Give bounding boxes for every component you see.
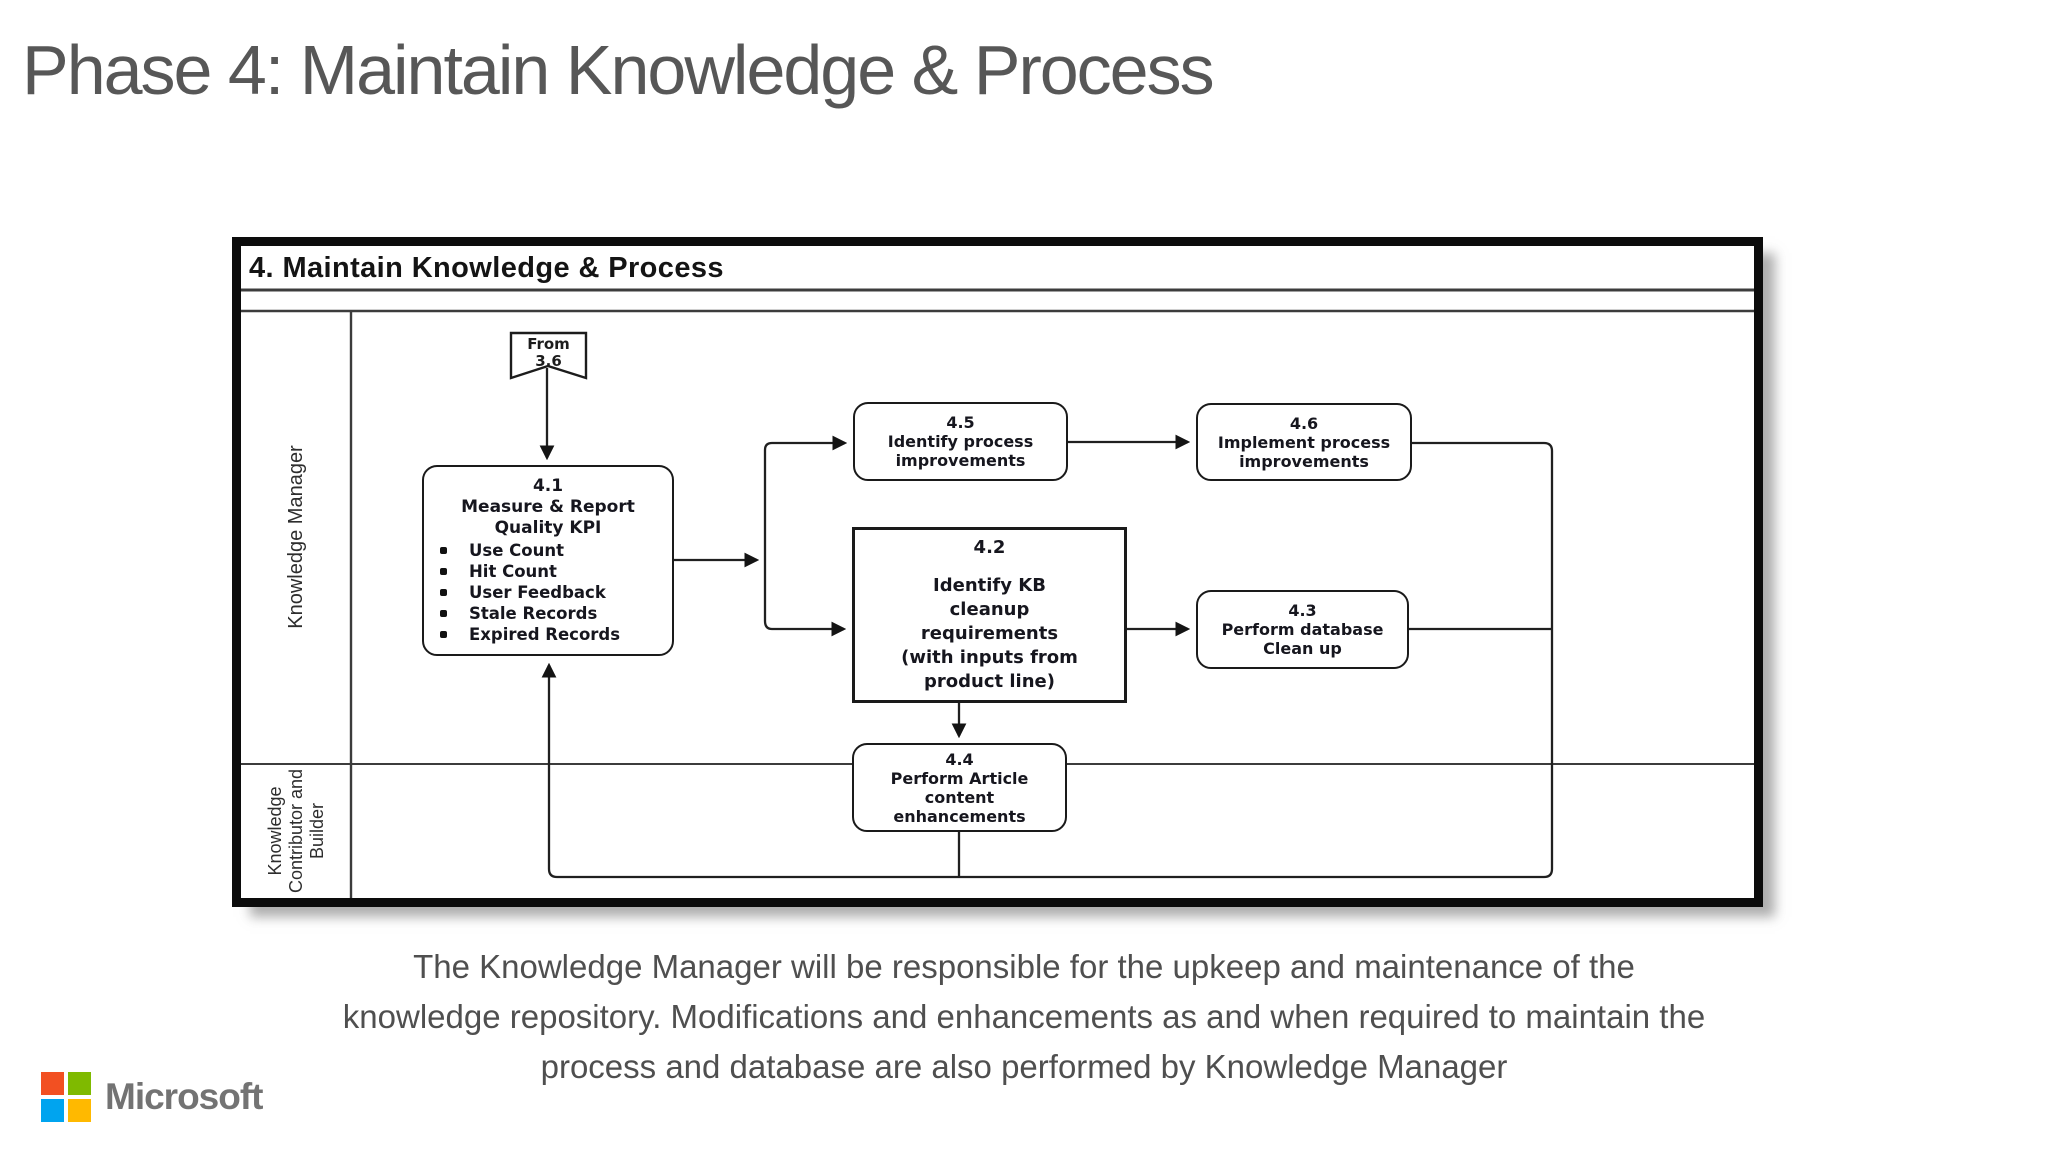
node-bullet-list: Use Count Hit Count User Feedback Stale … xyxy=(428,540,668,645)
node-4-4-perform-article-enhancements: 4.4 Perform Article content enhancements xyxy=(852,743,1067,832)
microsoft-logo: Microsoft xyxy=(41,1072,263,1122)
node-label: Perform database Clean up xyxy=(1221,620,1384,658)
node-id: 4.5 xyxy=(946,413,975,432)
node-id: 4.2 xyxy=(973,537,1006,558)
bullet-item: Stale Records xyxy=(438,603,668,624)
caption-line: process and database are also performed … xyxy=(540,1048,1508,1085)
microsoft-logo-text: Microsoft xyxy=(105,1076,263,1117)
node-id: 4.3 xyxy=(1288,601,1317,620)
caption-line: knowledge repository. Modifications and … xyxy=(342,998,1706,1035)
logo-square-blue xyxy=(41,1099,64,1122)
bullet-text: Stale Records xyxy=(469,604,598,623)
node-id: 4.1 xyxy=(532,476,564,496)
bullet-item: Expired Records xyxy=(438,624,668,645)
bullet-text: Use Count xyxy=(469,541,564,560)
caption-line: The Knowledge Manager will be responsibl… xyxy=(413,948,1635,985)
bullet-item: User Feedback xyxy=(438,582,668,603)
bullet-dot-icon xyxy=(440,589,447,596)
lane-label-knowledge-manager: Knowledge Manager xyxy=(284,445,307,629)
node-label: Identify process improvements xyxy=(887,432,1034,470)
page-title: Phase 4: Maintain Knowledge & Process xyxy=(22,31,1215,109)
node-4-5-identify-process-improvements: 4.5 Identify process improvements xyxy=(853,402,1068,481)
node-4-6-implement-process-improvements: 4.6 Implement process improvements xyxy=(1196,403,1412,481)
slide-caption: The Knowledge Manager will be responsibl… xyxy=(0,942,2048,1092)
logo-square-red xyxy=(41,1072,64,1095)
bullet-item: Use Count xyxy=(438,540,668,561)
node-label: Measure & Report Quality KPI xyxy=(461,497,635,538)
node-label: Identify KB cleanup requirements (with i… xyxy=(901,575,1078,692)
node-4-3-perform-database-cleanup: 4.3 Perform database Clean up xyxy=(1196,590,1409,669)
logo-square-green xyxy=(68,1072,91,1095)
node-id: 4.6 xyxy=(1289,413,1319,433)
node-4-2-identify-kb-cleanup: 4.2 Identify KB cleanup requirements (wi… xyxy=(852,527,1127,703)
node-label: Perform Article content enhancements xyxy=(890,768,1029,826)
logo-square-yellow xyxy=(68,1099,91,1122)
offpage-connector-banner-label: From 3.6 xyxy=(527,335,570,370)
lane-label-knowledge-contributor: Knowledge Contributor and Builder xyxy=(264,768,327,894)
bullet-dot-icon xyxy=(440,631,447,638)
diagram-header-title: 4. Maintain Knowledge & Process xyxy=(249,252,724,284)
bullet-text: User Feedback xyxy=(469,583,606,602)
bullet-dot-icon xyxy=(440,610,447,617)
node-4-1-measure-report-kpi: 4.1 Measure & Report Quality KPI Use Cou… xyxy=(422,465,674,656)
bullet-text: Hit Count xyxy=(469,562,557,581)
bullet-text: Expired Records xyxy=(469,625,621,644)
bullet-dot-icon xyxy=(440,547,447,554)
node-id: 4.4 xyxy=(945,749,974,769)
bullet-dot-icon xyxy=(440,568,447,575)
node-label: Implement process improvements xyxy=(1217,432,1391,471)
microsoft-logo-squares-icon xyxy=(41,1072,91,1122)
bullet-item: Hit Count xyxy=(438,561,668,582)
